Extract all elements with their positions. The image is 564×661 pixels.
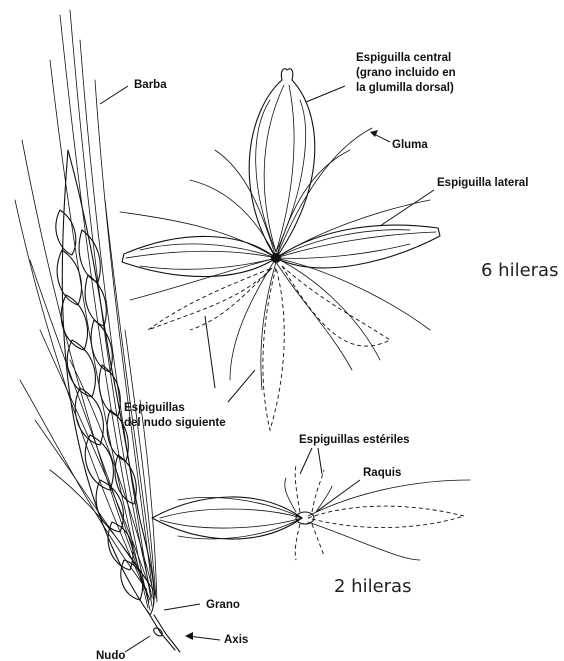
barba-leader <box>100 86 128 104</box>
left-lateral-spikelet <box>122 236 276 276</box>
six-row-spikelets <box>120 69 440 430</box>
awns <box>15 10 157 610</box>
central-leader <box>306 86 345 102</box>
label-espiguilla-lateral: Espiguilla lateral <box>437 177 528 189</box>
label-raquis: Raquis <box>363 467 401 479</box>
next-node-spikelet-right <box>282 266 390 346</box>
sterile-spikelet-right <box>308 506 464 527</box>
right-lateral-spikelet <box>276 225 440 268</box>
axis-arrow <box>185 632 193 640</box>
fertile-spikelet <box>152 497 302 539</box>
next-node-leader-2 <box>228 370 255 402</box>
label-espiguillas-siguiente-2: del nudo siguiente <box>124 417 226 429</box>
label-espiguilla-central-2: (grano incluido en <box>356 67 456 79</box>
lateral-leader <box>380 190 434 226</box>
label-espiguillas-siguiente: Espiguillas <box>124 402 185 414</box>
label-2-hileras: 2 hileras <box>334 576 411 597</box>
esteriles-leader-1 <box>300 448 312 474</box>
rachis-node <box>296 512 314 524</box>
grano-leader <box>164 604 200 610</box>
node <box>271 253 281 263</box>
label-grano: Grano <box>206 599 240 611</box>
barley-spike <box>15 10 180 652</box>
label-gluma: Gluma <box>392 139 428 151</box>
label-axis: Axis <box>224 634 248 646</box>
nudo-leader <box>125 636 150 652</box>
label-6-hileras: 6 hileras <box>481 260 558 281</box>
label-espiguillas-esteriles: Espiguillas estériles <box>299 434 410 446</box>
label-nudo: Nudo <box>96 650 125 661</box>
label-barba: Barba <box>134 79 167 91</box>
next-node-spikelet-center <box>263 268 284 430</box>
next-node-leader-1 <box>205 316 215 388</box>
esteriles-leader-2 <box>318 448 322 474</box>
label-espiguilla-central: Espiguilla central <box>356 52 451 64</box>
raquis-leader <box>316 480 360 512</box>
two-row-spikelets <box>152 465 470 560</box>
label-espiguilla-central-3: la glumilla dorsal) <box>356 82 454 94</box>
